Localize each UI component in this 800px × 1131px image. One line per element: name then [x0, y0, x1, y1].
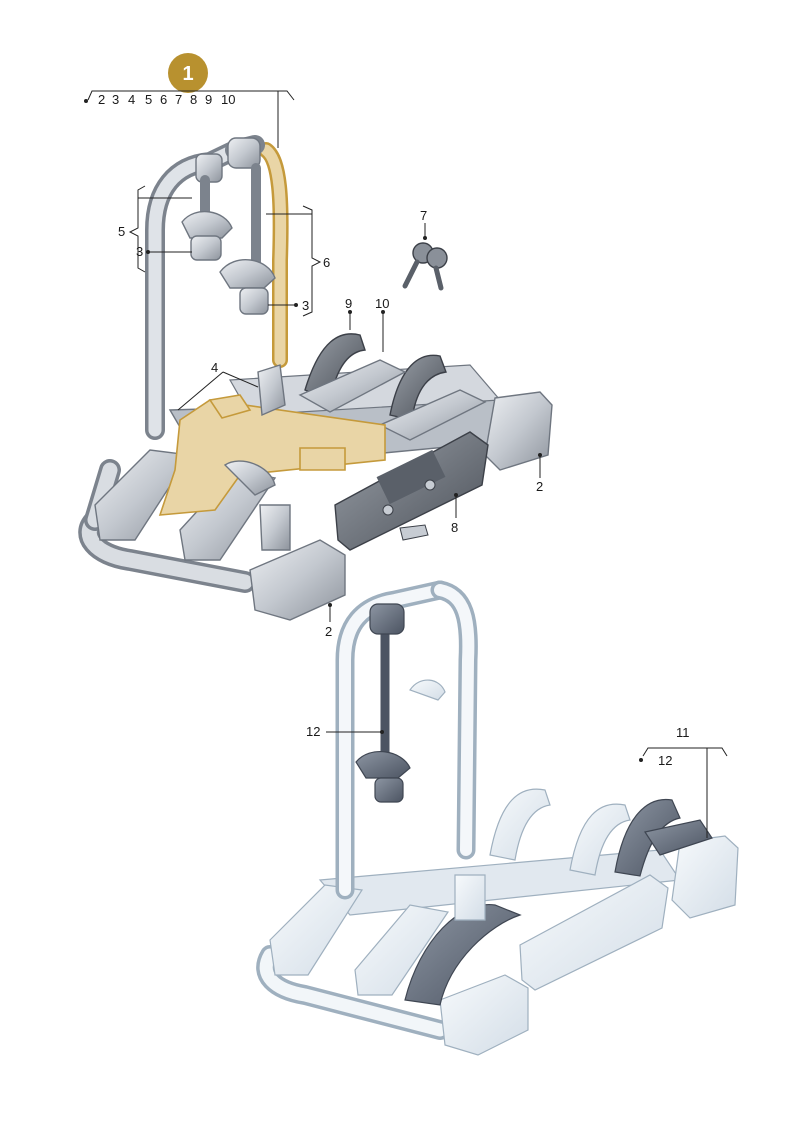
- bike-carrier-extension-illustration: [256, 580, 739, 1056]
- svg-text:10: 10: [375, 296, 389, 311]
- wheel-holder[interactable]: [389, 354, 447, 421]
- callout-3-right[interactable]: 3: [268, 298, 309, 313]
- svg-text:6: 6: [323, 255, 330, 270]
- callout-2-left[interactable]: 2: [325, 603, 332, 639]
- callout-11[interactable]: 11 12: [639, 725, 728, 838]
- group-item-label[interactable]: 8: [190, 92, 197, 107]
- svg-text:12: 12: [658, 753, 672, 768]
- svg-text:11: 11: [676, 725, 690, 740]
- svg-text:9: 9: [345, 296, 352, 311]
- callout-9[interactable]: 9: [345, 296, 352, 330]
- callout-10[interactable]: 10: [375, 296, 389, 352]
- tail-light-housing[interactable]: [671, 835, 739, 919]
- group-item-label[interactable]: 9: [205, 92, 212, 107]
- part-group-1-header: 1 2 3 4 5 6 7 8 9 10: [84, 53, 295, 148]
- svg-text:12: 12: [306, 724, 320, 739]
- callout-2-right[interactable]: 2: [536, 453, 543, 494]
- group-item-label[interactable]: 6: [160, 92, 167, 107]
- callout-12-lower[interactable]: 12: [306, 724, 384, 739]
- key-set-illustration[interactable]: [402, 242, 448, 291]
- callout-3-left[interactable]: 3: [136, 244, 192, 259]
- group-item-label[interactable]: 3: [112, 92, 119, 107]
- frame-holder[interactable]: [219, 258, 276, 289]
- svg-text:7: 7: [420, 208, 427, 223]
- svg-text:2: 2: [325, 624, 332, 639]
- group-item-label[interactable]: 2: [98, 92, 105, 107]
- group-item-label[interactable]: 7: [175, 92, 182, 107]
- tail-light-housing[interactable]: [249, 539, 346, 621]
- svg-text:5: 5: [118, 224, 125, 239]
- highlighted-wheel-tray[interactable]: [404, 904, 522, 1006]
- callout-4[interactable]: 4: [177, 360, 259, 411]
- svg-text:2: 2: [536, 479, 543, 494]
- tail-light-housing[interactable]: [484, 391, 553, 471]
- number-plate-holder[interactable]: [519, 874, 669, 991]
- callout-6[interactable]: 6: [266, 205, 330, 317]
- badge-label: 1: [182, 63, 193, 85]
- svg-text:3: 3: [302, 298, 309, 313]
- tail-light-housing[interactable]: [439, 974, 529, 1056]
- svg-text:3: 3: [136, 244, 143, 259]
- group-bracket-dot: [84, 99, 88, 103]
- group-bracket: [87, 90, 295, 101]
- highlighted-upright[interactable]: [369, 603, 405, 635]
- frame-holder[interactable]: [355, 750, 411, 779]
- highlighted-wheel-holder[interactable]: [614, 798, 681, 877]
- group-item-label[interactable]: 5: [145, 92, 152, 107]
- frame-holder[interactable]: [181, 210, 233, 239]
- group-item-label[interactable]: 10: [221, 92, 235, 107]
- bike-carrier-main-illustration: [78, 135, 553, 621]
- group-item-label[interactable]: 4: [128, 92, 135, 107]
- callout-5[interactable]: 5: [118, 185, 192, 273]
- callout-7[interactable]: 7: [420, 208, 427, 240]
- callout-8[interactable]: 8: [451, 493, 458, 535]
- svg-text:8: 8: [451, 520, 458, 535]
- svg-text:4: 4: [211, 360, 218, 375]
- part-number-badge[interactable]: [168, 53, 208, 93]
